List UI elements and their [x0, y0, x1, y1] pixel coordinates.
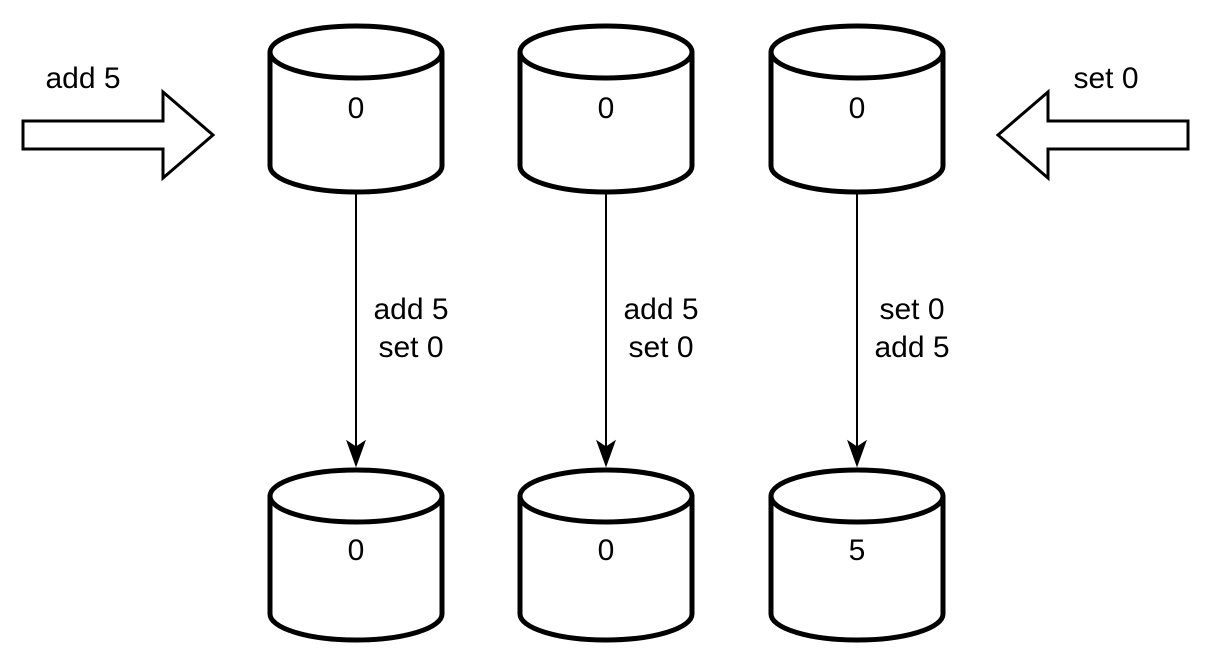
- replica-2-before-cylinder: 0: [517, 23, 695, 195]
- cylinder-top-ellipse: [267, 467, 445, 525]
- replica-3-after-value: 5: [849, 534, 866, 567]
- arrowhead-icon: [346, 439, 366, 468]
- replica-3-before-cylinder: 0: [768, 23, 946, 195]
- replica-2-apply-arrow: add 5 set 0: [596, 194, 699, 468]
- database-cylinder-icon: [517, 493, 695, 643]
- incoming-right-label: set 0: [1073, 62, 1138, 95]
- arrowhead-icon: [847, 439, 867, 468]
- replica-3-after-cylinder: 5: [768, 467, 946, 643]
- database-cylinder-icon: [768, 493, 946, 643]
- right-block-arrow-icon: [21, 88, 216, 182]
- replica-1-after-cylinder: 0: [267, 467, 445, 643]
- replica-column-3: 0 set 0 add 5 5: [768, 23, 950, 643]
- cylinder-top-ellipse: [517, 23, 695, 81]
- database-cylinder-icon: [267, 493, 445, 643]
- replica-3-operation-line-2: add 5: [874, 331, 949, 364]
- cylinder-top-ellipse: [517, 467, 695, 525]
- replica-2-after-cylinder: 0: [517, 467, 695, 643]
- replica-1-operation-line-2: set 0: [378, 331, 443, 364]
- replica-3-apply-arrow: set 0 add 5: [847, 194, 950, 468]
- database-cylinder-icon: [768, 49, 946, 195]
- arrowhead-icon: [596, 439, 616, 468]
- replica-1-operation-line-1: add 5: [373, 293, 448, 326]
- replica-2-before-value: 0: [598, 92, 615, 125]
- replica-column-1: 0 add 5 set 0 0: [267, 23, 449, 643]
- cylinder-top-ellipse: [768, 467, 946, 525]
- replica-column-2: 0 add 5 set 0 0: [517, 23, 699, 643]
- replica-1-before-value: 0: [348, 92, 365, 125]
- replica-3-before-value: 0: [849, 92, 866, 125]
- replica-1-apply-arrow: add 5 set 0: [346, 194, 449, 468]
- replica-1-after-value: 0: [348, 534, 365, 567]
- database-cylinder-icon: [267, 49, 445, 195]
- replica-2-operation-line-2: set 0: [628, 331, 693, 364]
- replica-2-after-value: 0: [598, 534, 615, 567]
- incoming-left-label: add 5: [45, 62, 120, 95]
- replica-2-operation-line-1: add 5: [623, 293, 698, 326]
- replica-3-operation-line-1: set 0: [879, 293, 944, 326]
- database-cylinder-icon: [517, 49, 695, 195]
- cylinder-top-ellipse: [267, 23, 445, 81]
- incoming-operation-right: set 0: [995, 62, 1190, 182]
- cylinder-top-ellipse: [768, 23, 946, 81]
- left-block-arrow-icon: [995, 88, 1190, 182]
- replica-1-before-cylinder: 0: [267, 23, 445, 195]
- incoming-operation-left: add 5: [21, 62, 216, 182]
